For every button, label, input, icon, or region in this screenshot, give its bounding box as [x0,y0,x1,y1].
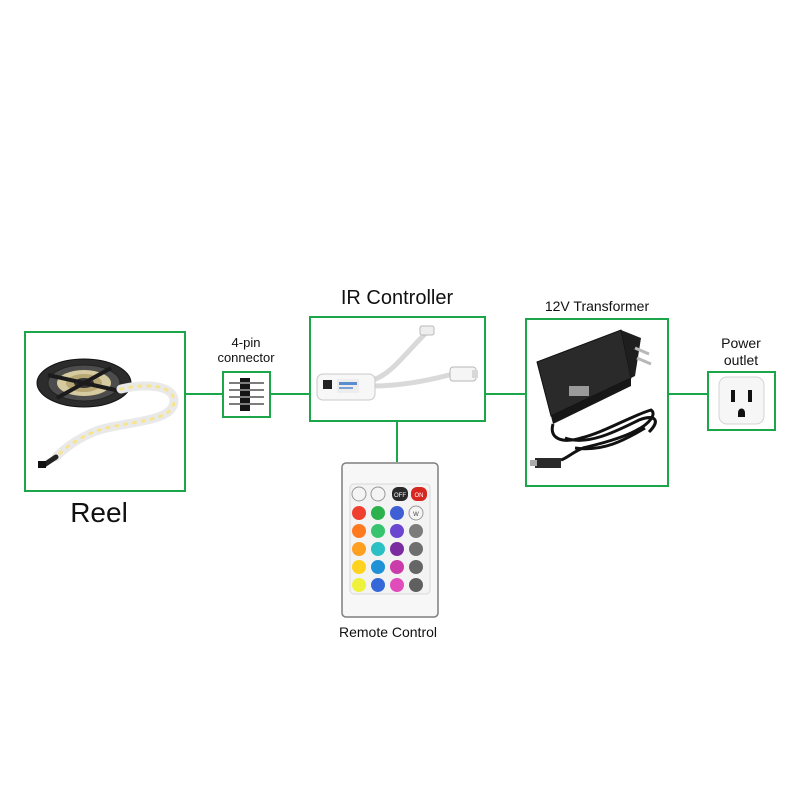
ir-controller-icon [316,325,478,401]
led-strip-reel-icon [36,358,179,468]
wire-controller-to-remote [396,421,398,462]
connector-box [222,371,271,418]
wire-reel-to-connector [185,393,222,395]
remote-on-text: ON [415,493,424,499]
transformer-label: 12V Transformer [544,298,650,314]
ir-remote-icon: OFF ON W [341,462,439,618]
remote-control-image: OFF ON W [341,462,439,618]
connector-label-line1: 4-pin [231,335,261,350]
power-adapter-icon [530,329,657,468]
power-label-line1: Power [721,335,761,351]
reel-label: Reel [70,497,128,528]
power-label-line2: outlet [723,352,759,368]
ir-controller-label: IR Controller [340,287,454,309]
wire-transformer-to-outlet [668,393,708,395]
remote-off-text: OFF [394,493,406,499]
power-outlet-box [707,371,776,431]
ir-controller-box [309,316,486,422]
reel-box [24,331,186,492]
remote-w-text: W [413,512,419,518]
power-outlet-icon [718,376,765,425]
remote-control-label: Remote Control [338,624,438,640]
wire-connector-to-controller [270,393,310,395]
transformer-box [525,318,669,487]
four-pin-connector-icon [229,378,264,411]
connector-label-line2: connector [217,350,275,365]
wire-controller-to-transformer [486,393,526,395]
